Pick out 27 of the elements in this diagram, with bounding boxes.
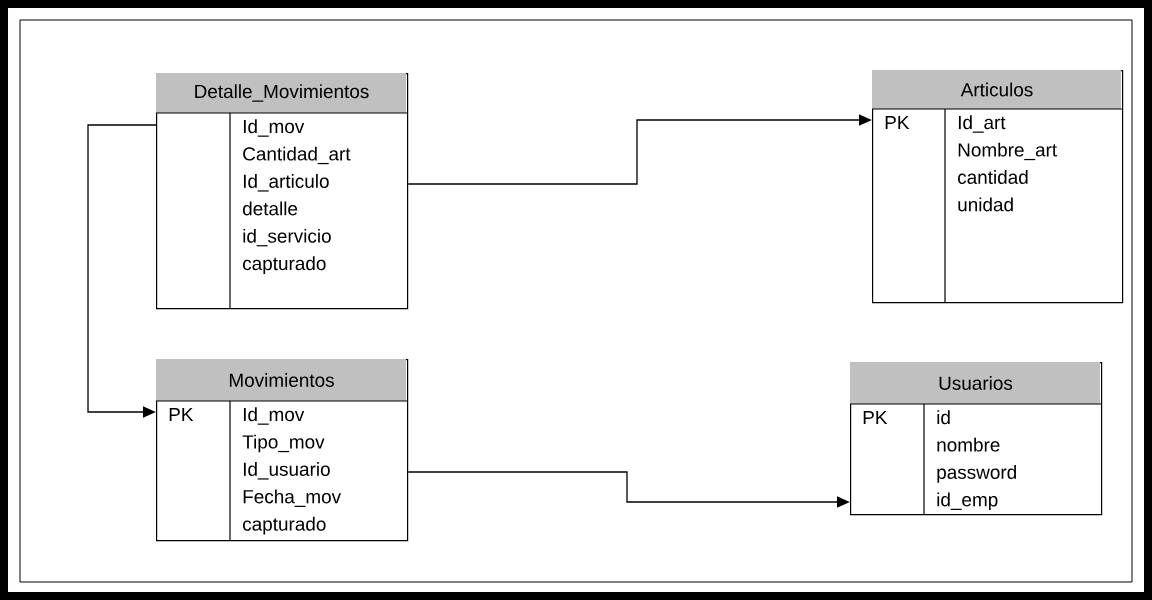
field-name: Id_articulo [243, 174, 329, 192]
field-name: password [937, 465, 1016, 483]
field-name: id_servicio [243, 228, 331, 247]
field-name: Fecha_mov [243, 489, 341, 507]
field-name: capturado [243, 256, 326, 274]
field-name: Id_usuario [243, 462, 330, 480]
field-name: cantidad [958, 170, 1028, 184]
field-name: detalle [243, 201, 298, 216]
field-name: Id_mov [243, 407, 305, 425]
key-label: PK [885, 116, 910, 129]
field-name: capturado [243, 516, 326, 535]
arrow [87, 124, 157, 418]
field-name: Cantidad_art [243, 146, 351, 165]
table-title: Detalle_Movimientos [195, 84, 369, 102]
field-name: unidad [958, 197, 1013, 212]
field-name: Id_art [958, 115, 1006, 133]
key-label: PK [863, 411, 888, 424]
table-title: Usuarios [939, 376, 1013, 390]
table-title: Movimientos [229, 373, 334, 387]
key-label: PK [169, 408, 194, 421]
field-name: Id_mov [243, 119, 305, 137]
field-name: id_emp [937, 492, 998, 511]
field-name: Tipo_mov [242, 434, 325, 453]
field-name: nombre [937, 437, 1000, 452]
field-name: Nombre_art [958, 142, 1057, 161]
table-title: Articulos [960, 82, 1033, 97]
field-name: id [937, 410, 950, 425]
